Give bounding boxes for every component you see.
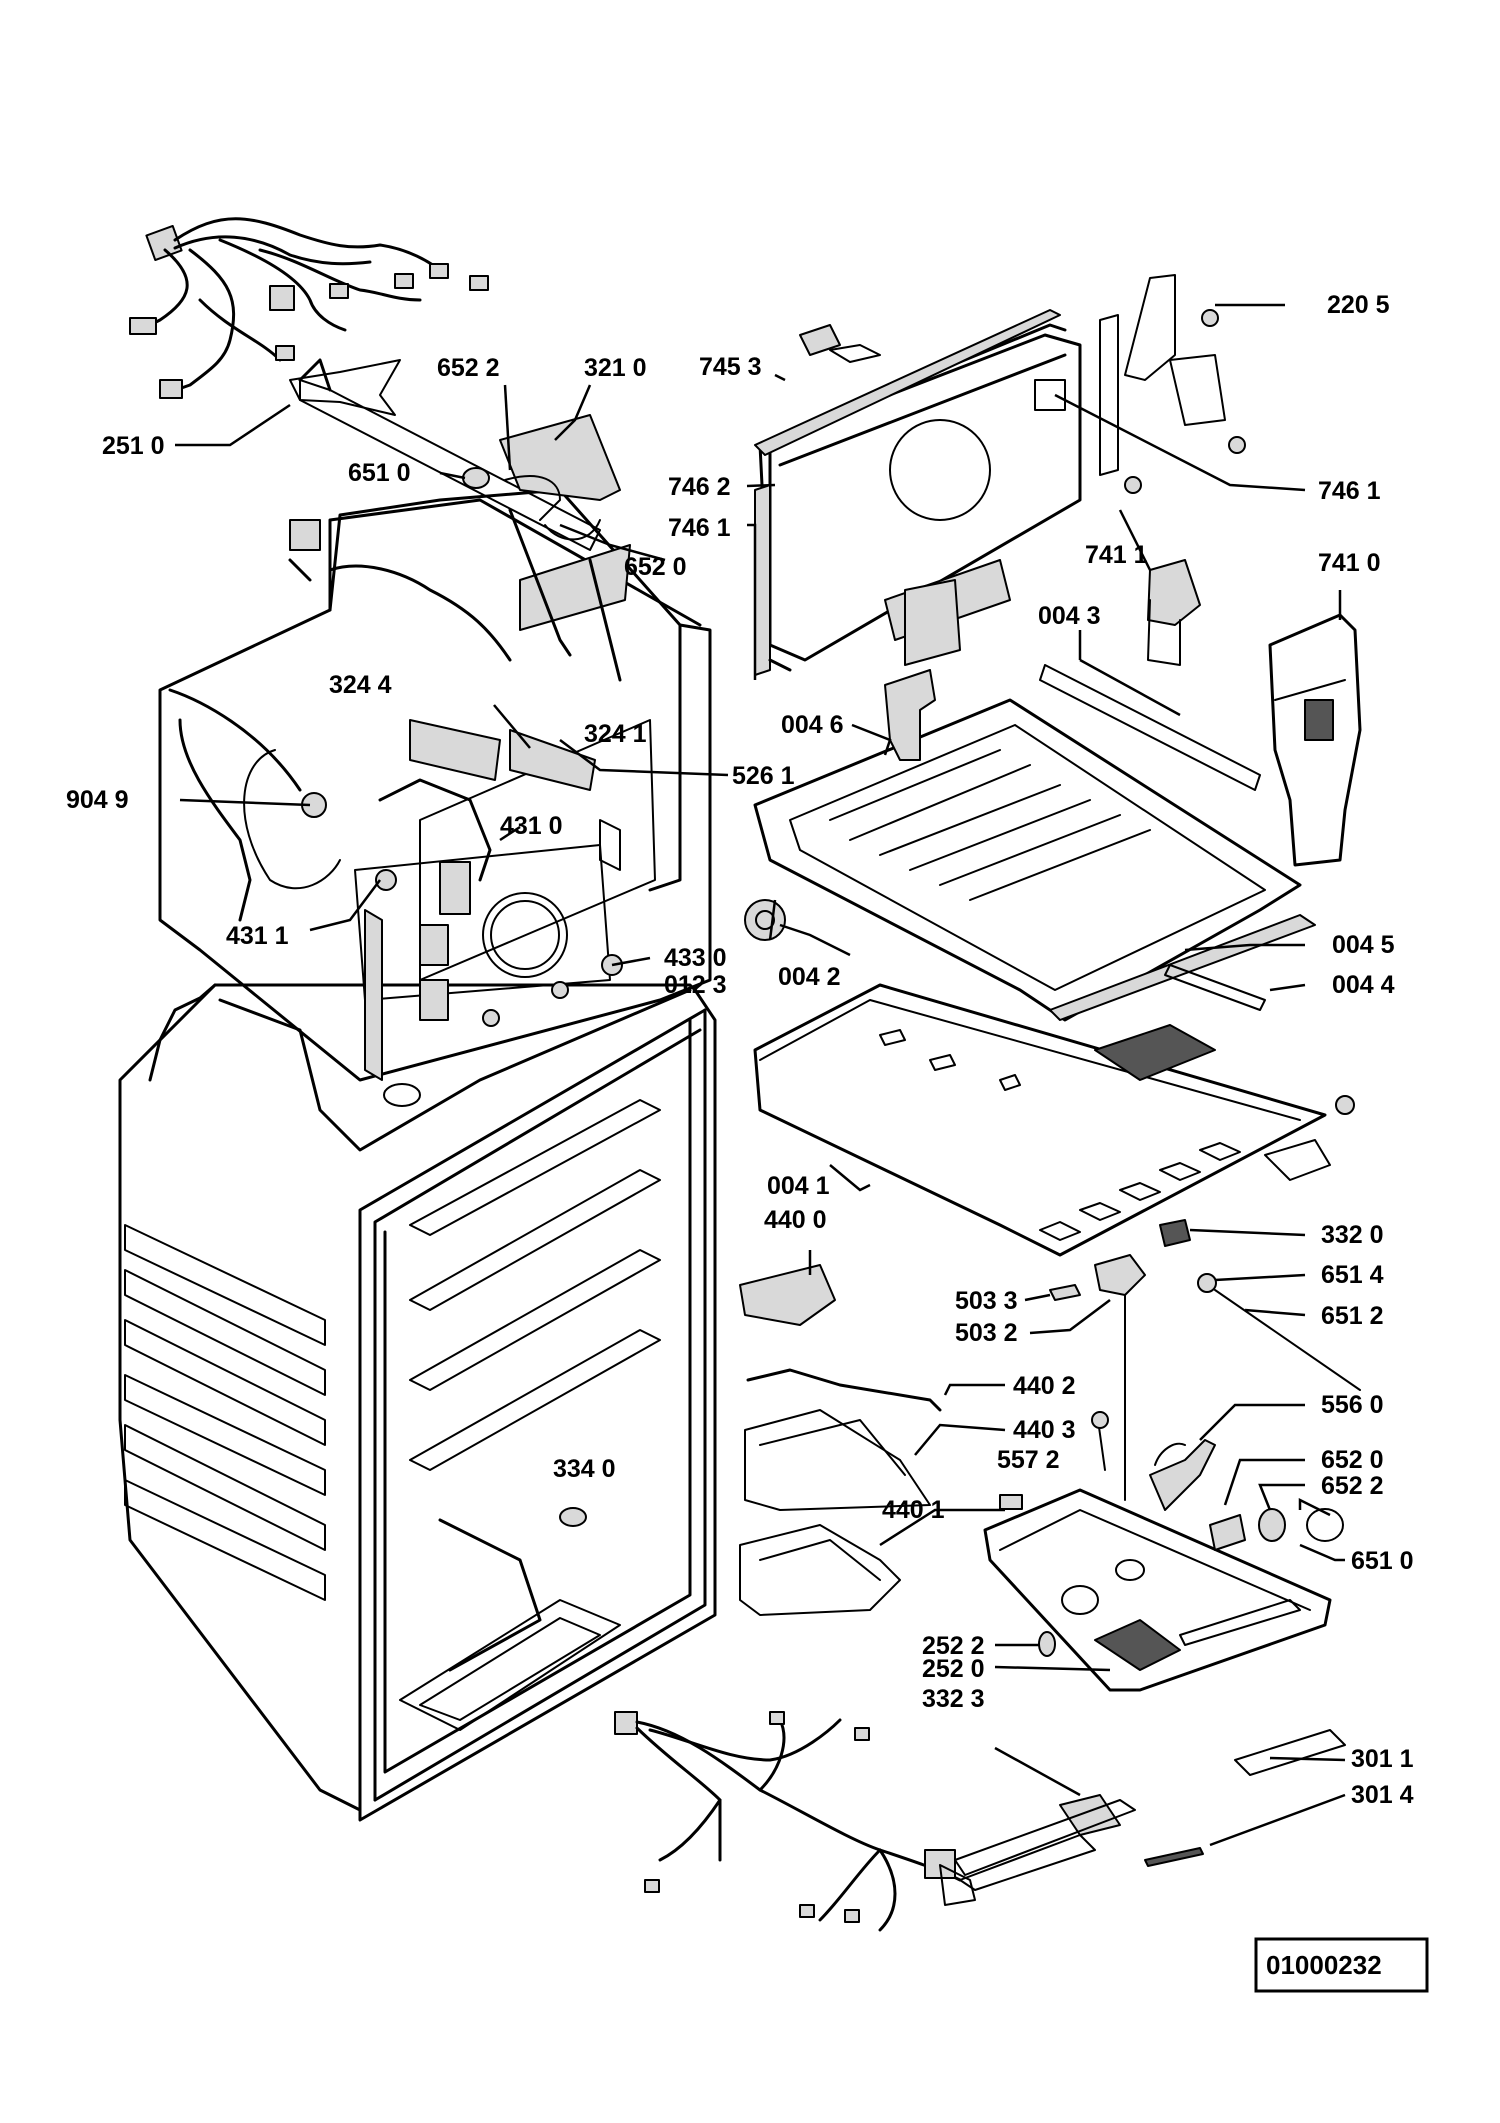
label-7462: 746 2 (668, 473, 731, 501)
label-0041: 004 1 (767, 1172, 830, 1200)
label-7411: 741 1 (1085, 541, 1148, 569)
label-2205: 220 5 (1327, 291, 1390, 319)
label-3340: 334 0 (553, 1455, 616, 1483)
label-5560: 556 0 (1321, 1391, 1384, 1419)
freezer-liner (158, 358, 712, 1082)
label-0046: 004 6 (781, 711, 844, 739)
drawing-code-box: 01000232 (1254, 1937, 1429, 1993)
wiring-harness-top (129, 217, 489, 416)
label-4330: 433 0 (664, 944, 727, 972)
label-3011: 301 1 (1351, 1745, 1414, 1773)
label-4403: 440 3 (1013, 1416, 1076, 1444)
control-housing (739, 1264, 942, 1616)
label-4311: 431 1 (226, 922, 289, 950)
label-2520: 252 0 (922, 1655, 985, 1683)
label-4310: 431 0 (500, 812, 563, 840)
leader-lines (175, 303, 1346, 1847)
label-3241: 324 1 (584, 720, 647, 748)
label-3323: 332 3 (922, 1685, 985, 1713)
label-3320: 332 0 (1321, 1221, 1384, 1249)
label-4401: 440 1 (882, 1496, 945, 1524)
label-0044: 004 4 (1332, 971, 1395, 999)
cabinet-liner (118, 983, 717, 1822)
label-5261: 526 1 (732, 762, 795, 790)
label-0045: 004 5 (1332, 931, 1395, 959)
wiring-harness-bottom (614, 1711, 1346, 1932)
label-4402: 440 2 (1013, 1372, 1076, 1400)
label-5032: 503 2 (955, 1319, 1018, 1347)
label-0042: 004 2 (778, 963, 841, 991)
air-duct (1039, 559, 1362, 867)
fresh-food-control-housing (983, 1219, 1361, 1692)
label-5033: 503 3 (955, 1287, 1018, 1315)
label-6514: 651 4 (1321, 1261, 1384, 1289)
label-0123: 012 3 (664, 971, 727, 999)
label-6512: 651 2 (1321, 1302, 1384, 1330)
label-6510-top: 651 0 (348, 459, 411, 487)
label-4400: 440 0 (764, 1206, 827, 1234)
label-7453: 745 3 (699, 353, 762, 381)
label-6522-bottom: 652 2 (1321, 1472, 1384, 1500)
label-3210: 321 0 (584, 354, 647, 382)
label-3014: 301 4 (1351, 1781, 1414, 1809)
drawing-code: 01000232 (1266, 1950, 1382, 1980)
label-2510: 251 0 (102, 432, 165, 460)
part-labels: 251 0 652 2 321 0 745 3 220 5 651 0 652 … (66, 291, 1414, 1809)
freezer-floor-plate (753, 983, 1355, 1257)
label-2522: 252 2 (922, 1632, 985, 1660)
label-9049: 904 9 (66, 786, 129, 814)
label-6520-top: 652 0 (624, 553, 687, 581)
label-7410: 741 0 (1318, 549, 1381, 577)
label-7461-right: 746 1 (1318, 477, 1381, 505)
label-5572: 557 2 (997, 1446, 1060, 1474)
label-3244: 324 4 (329, 671, 392, 699)
label-6510-bottom: 651 0 (1351, 1547, 1414, 1575)
label-0043: 004 3 (1038, 602, 1101, 630)
label-6520-bottom: 652 0 (1321, 1446, 1384, 1474)
label-6522-top: 652 2 (437, 354, 500, 382)
label-7461-left: 746 1 (668, 514, 731, 542)
